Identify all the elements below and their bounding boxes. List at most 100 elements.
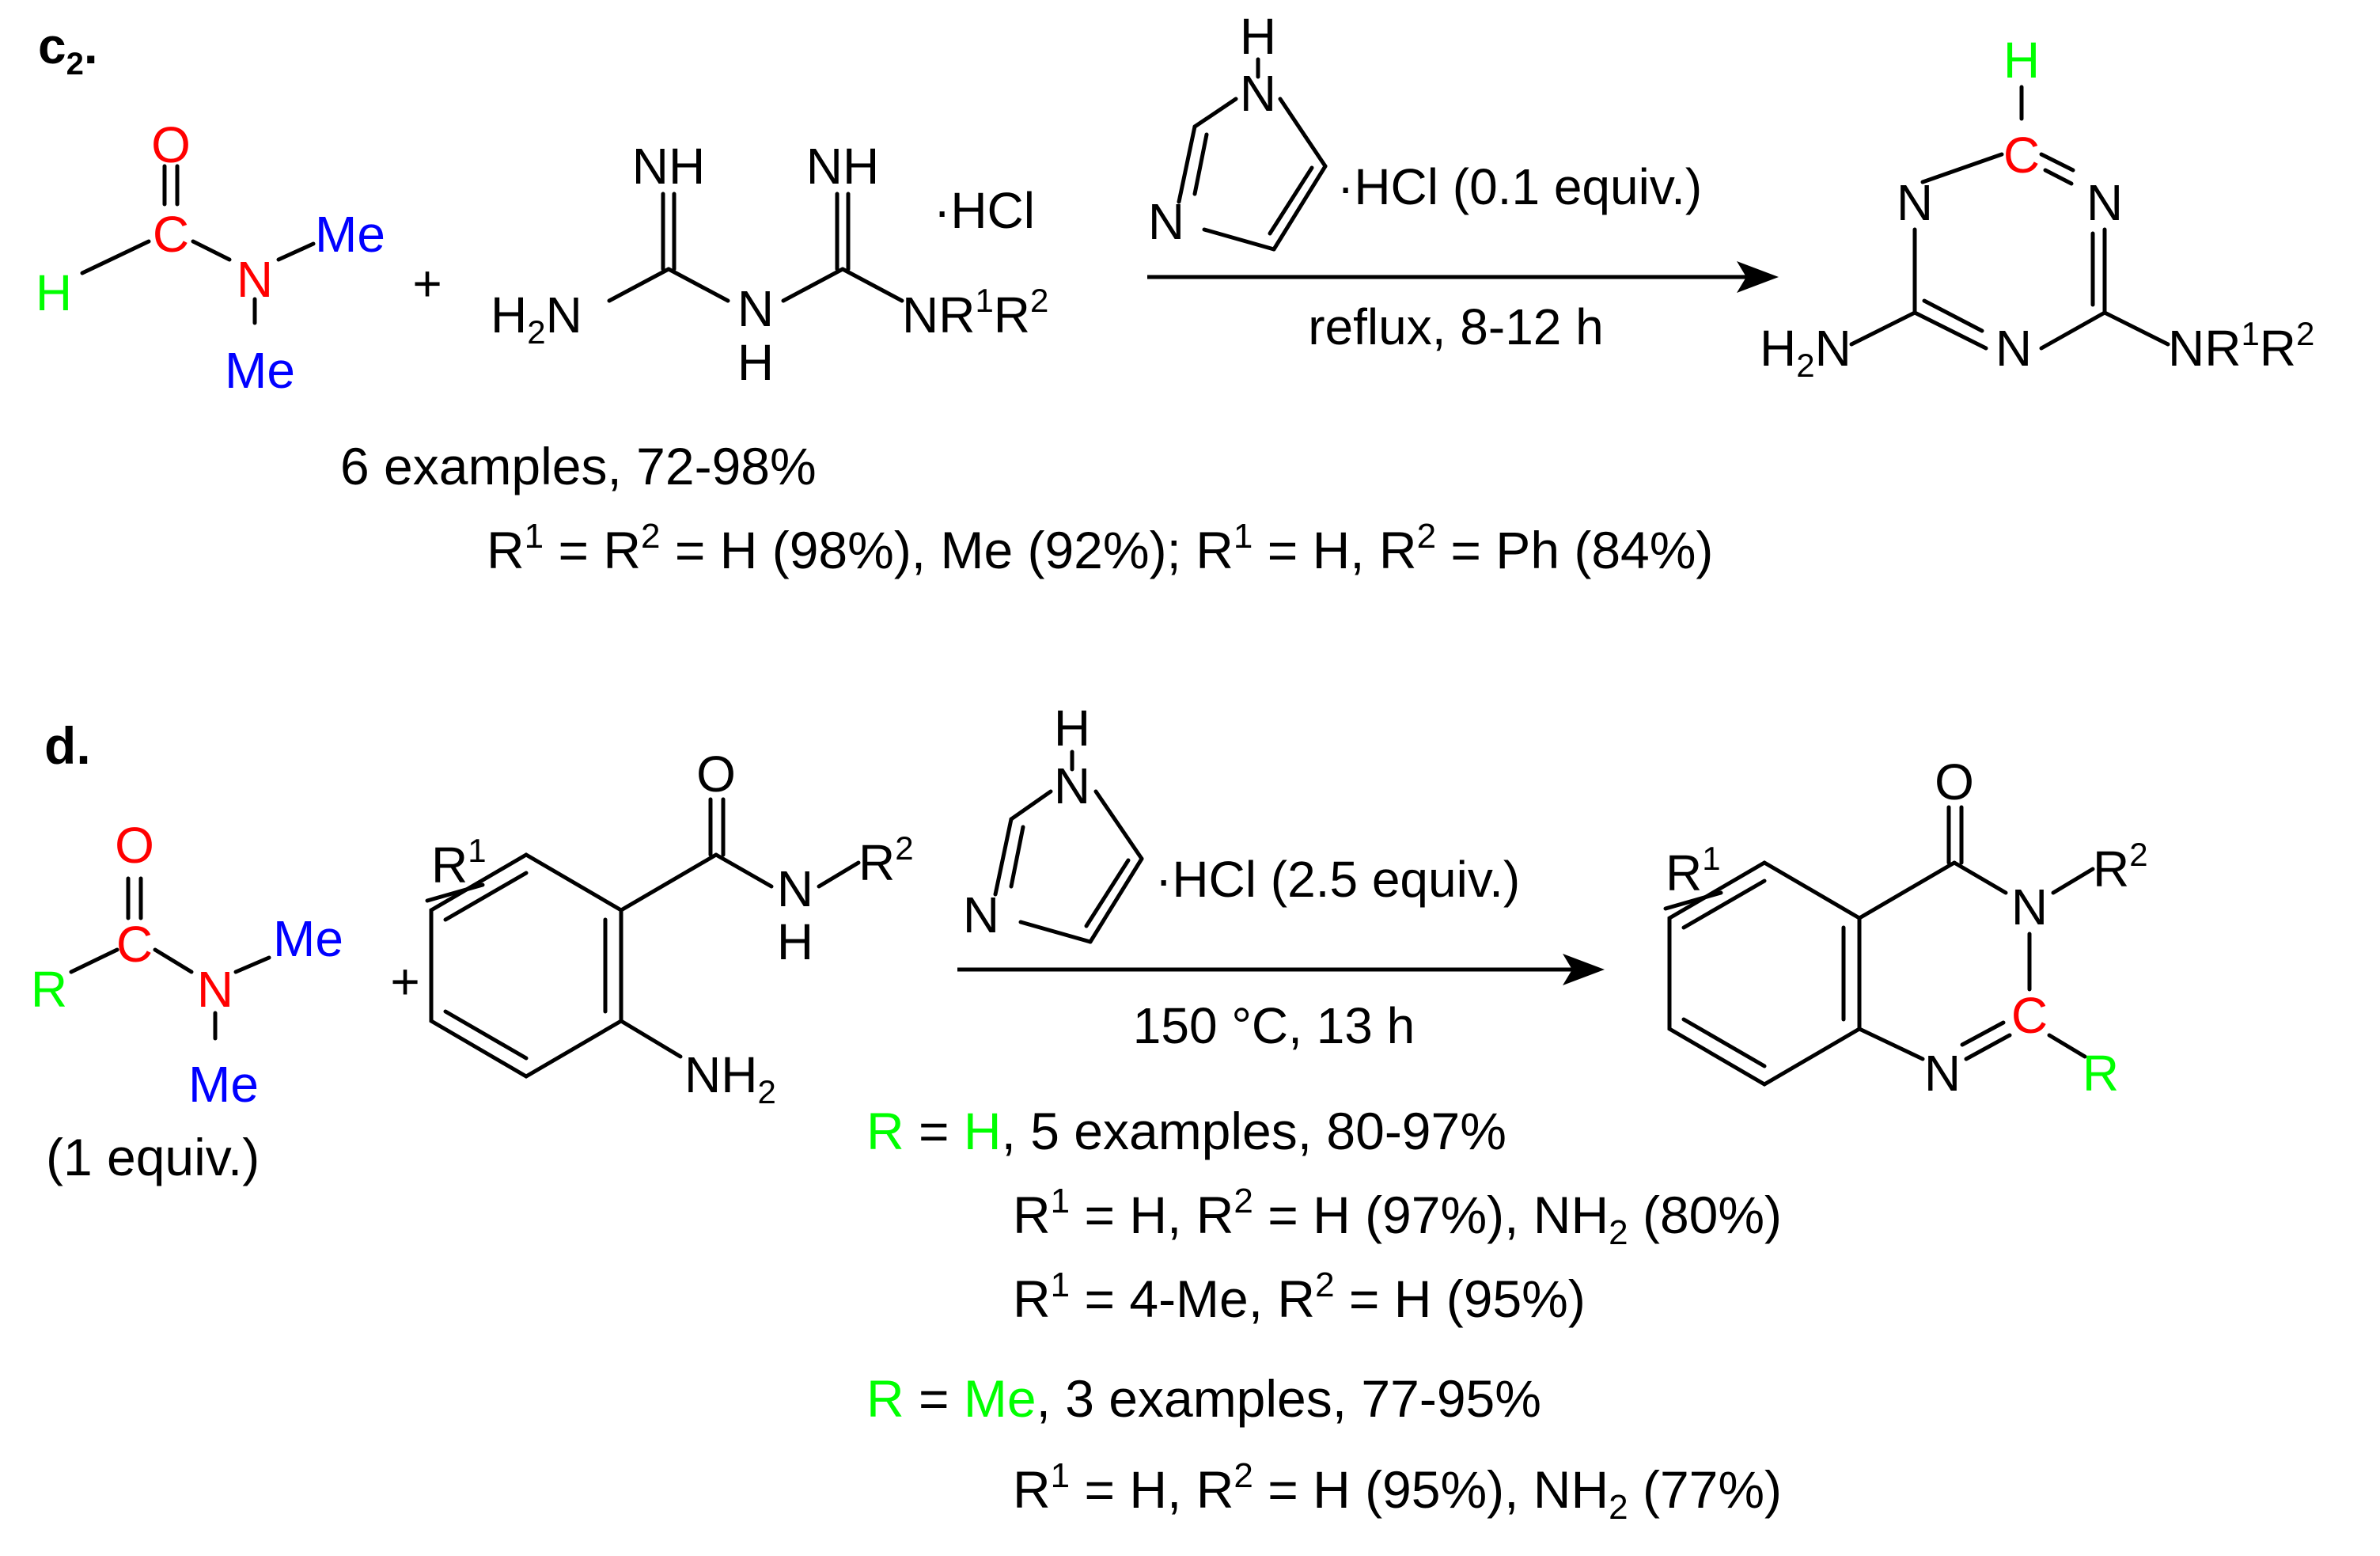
ring-double-3	[1681, 879, 1767, 930]
bond-n-me	[276, 241, 316, 262]
bond-n-me	[233, 955, 271, 974]
atom-n-right: N	[2086, 174, 2123, 231]
atom-n: N	[197, 961, 233, 1018]
group1-line1: R1 = H, R2 = H (97%), NH2 (80%)	[1013, 1182, 1782, 1252]
atom-h-mid: H	[737, 334, 774, 391]
atom-o: O	[696, 746, 736, 803]
bond-c-n-right	[2039, 152, 2075, 173]
quinazolinone-product: R1 O N R2 C N R	[1663, 753, 2148, 1102]
bond-c2-n3-double	[1192, 132, 1209, 196]
atom-me-2: Me	[225, 342, 295, 399]
atom-r: R	[2082, 1045, 2119, 1102]
bond-n1-ring	[1857, 1027, 1925, 1061]
scheme-d: d. O C R N Me Me (1 equiv.) +	[31, 700, 2148, 1527]
atom-h2n: H2N	[1760, 320, 1851, 384]
dmf-molecule: O C H N Me Me	[36, 116, 385, 399]
atom-n1: N	[1924, 1045, 1961, 1102]
conditions-d: 150 °C, 13 h	[1133, 997, 1415, 1054]
bond-c2-n3	[993, 817, 1014, 897]
catalyst-loading: ·HCl (2.5 equiv.)	[1155, 851, 1520, 908]
imidazole-catalyst-c2: H N N ·HCl (0.1 equiv.)	[1148, 8, 1702, 252]
atom-nh2: NH2	[684, 1046, 776, 1110]
bond-n-r2	[817, 860, 861, 889]
bond-c4-c5	[1088, 856, 1144, 944]
atom-n-top: N	[1240, 65, 1276, 122]
atom-o: O	[115, 817, 154, 874]
ring-double-3	[443, 871, 529, 922]
plus-sign: +	[390, 953, 419, 1010]
bond-c-n-right-double	[2043, 168, 2074, 186]
bond-h-c	[80, 239, 151, 275]
bond-c5-n1	[1093, 789, 1144, 861]
ring-double-2	[1681, 1017, 1767, 1068]
atom-nr1r2: NR1R2	[902, 282, 1048, 343]
atom-c: C	[2003, 127, 2040, 184]
bond-h2n-c	[607, 267, 671, 303]
bond-c2-r	[2047, 1033, 2087, 1059]
atom-c: C	[153, 206, 189, 263]
atom-n-mid: N	[737, 280, 774, 337]
atom-h: H	[2003, 32, 2040, 89]
amide-equiv: (1 equiv.)	[46, 1128, 260, 1186]
bond-n1-c2	[1009, 789, 1053, 822]
bond-c2-n3-double	[1009, 825, 1025, 889]
atom-o: O	[151, 116, 191, 173]
bond-c-nr	[2102, 310, 2170, 347]
examples-c2: R1 = R2 = H (98%), Me (92%); R1 = H, R2 …	[487, 517, 1713, 579]
bond-c-nr	[840, 267, 904, 303]
atom-h: H	[1240, 8, 1276, 65]
atom-n3: N	[2011, 879, 2048, 935]
biguanide-molecule: NH NH H2N N H NR1R2 ·HCl	[491, 138, 1048, 391]
bond-c2-n1	[1964, 1033, 2012, 1061]
bond-n1-c2	[1192, 97, 1238, 129]
bond-r1-wave	[425, 882, 485, 903]
atom-nr1r2: NR1R2	[2168, 315, 2314, 377]
bond-c-n3	[1952, 860, 2008, 895]
atom-me-2: Me	[188, 1056, 259, 1113]
bond-n3-c4	[1202, 227, 1276, 252]
atom-nh-right: NH	[806, 138, 879, 195]
amide-molecule: O C R N Me Me	[31, 817, 343, 1113]
bond-c-n-bottom-left	[1912, 310, 1988, 351]
atom-r1: R1	[1666, 840, 1721, 901]
bond-c4-c5	[1271, 164, 1328, 252]
catalyst-loading: ·HCl (0.1 equiv.)	[1337, 158, 1702, 215]
hcl-salt: ·HCl	[934, 182, 1035, 239]
bond-n-c-left	[1920, 152, 2004, 184]
atom-r2: R2	[858, 829, 914, 891]
bond-n3-c4	[1018, 920, 1093, 944]
conditions-c2: reflux, 8-12 h	[1308, 298, 1604, 355]
atom-me-1: Me	[315, 206, 385, 263]
bond-c4-c5-double	[1268, 165, 1314, 236]
atom-n-left: N	[1897, 174, 1933, 231]
bond-c4-c5-double	[1084, 858, 1131, 928]
atom-h: H	[777, 913, 813, 970]
group1-summary: R = H, 5 examples, 80-97%	[866, 1102, 1506, 1160]
group2-line1: R1 = H, R2 = H (95%), NH2 (77%)	[1013, 1456, 1782, 1527]
atom-me-1: Me	[273, 910, 343, 967]
atom-h: H	[1054, 700, 1090, 757]
imidazole-catalyst-d: H N N ·HCl (2.5 equiv.)	[963, 700, 1520, 944]
scheme-c2-label: c2.	[38, 17, 98, 82]
arrow-head-c2	[1737, 261, 1779, 293]
atom-c: C	[116, 916, 153, 973]
bond-c-nh	[666, 267, 730, 303]
bond-nh-c	[781, 267, 845, 303]
atom-n: N	[237, 251, 273, 308]
bond-c2-n3	[1177, 124, 1197, 204]
atom-r1: R1	[431, 832, 487, 894]
summary-c2: 6 examples, 72-98%	[340, 437, 817, 495]
bond-ring-co	[1857, 860, 1957, 920]
atom-h2n: H2N	[491, 287, 582, 351]
bond-n3-r2	[2051, 867, 2095, 895]
arrow-head-d	[1563, 954, 1605, 985]
bond-c-n	[153, 947, 194, 974]
aminobenzamide-molecule: R1 O N H R2 NH2	[425, 746, 914, 1110]
group2-summary: R = Me, 3 examples, 77-95%	[866, 1369, 1541, 1428]
atom-n-bottom: N	[1148, 193, 1184, 250]
bond-c5-n1	[1278, 97, 1328, 169]
bond-r-c	[69, 947, 119, 974]
plus-sign: +	[412, 255, 442, 312]
bond-c-n-bottom-left-double	[1922, 298, 1984, 333]
